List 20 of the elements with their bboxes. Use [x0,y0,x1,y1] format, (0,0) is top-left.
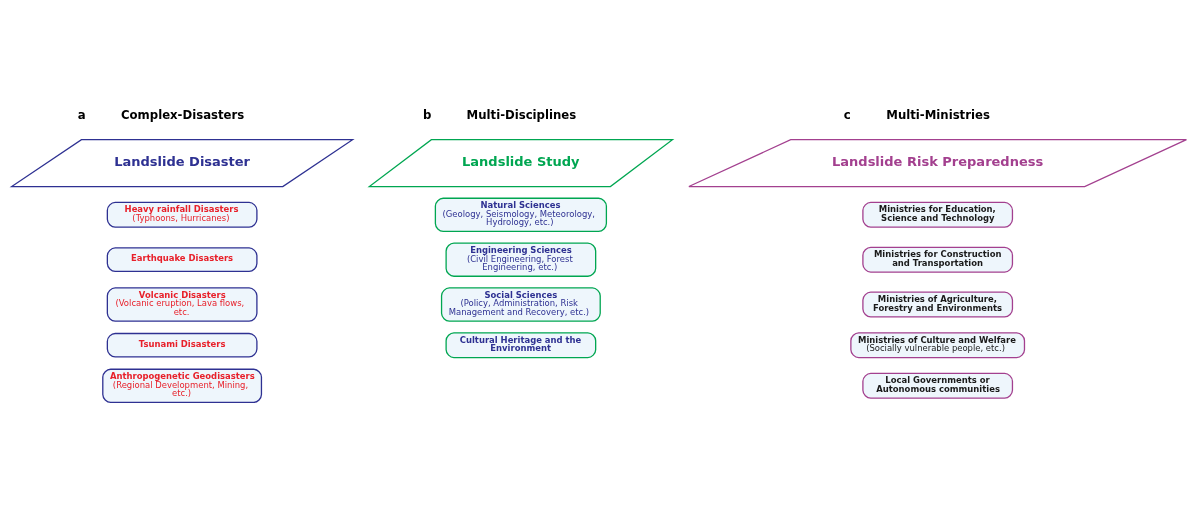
label: a [77,107,86,122]
label: b [423,107,432,122]
node-box: Heavy rainfall Disasters (Typhoons, Hurricanes) [106,201,258,228]
label: Complex-Disasters [121,107,245,122]
node-box: Local Governments or Autonomous communities [862,372,1014,399]
node-box: Volcanic Disasters (Volcanic eruption, Lava flows, etc. [106,287,258,322]
label: Multi-Disciplines [466,107,577,122]
node-box: Ministries for Education, Science and Technology [862,201,1014,228]
node-box: Earthquake Disasters [106,247,258,273]
label: Multi-Ministries [886,107,990,122]
label: c [843,107,851,122]
node-box: Cultural Heritage and the Environment [445,332,597,359]
node-box: Ministries of Culture and Welfare (Socially vulnerable people, etc.) [850,332,1026,359]
node-box: Engineering Sciences (Civil Engineering, Forest Engineering, etc.) [445,242,597,277]
node-box: Ministries of Agriculture, Forestry and Environments [862,291,1014,318]
node-box: Anthropogenetic Geodisasters (Regional Development, Mining, etc.) [102,368,263,404]
node-box: Ministries for Construction and Transportation [862,246,1014,273]
node-box: Social Sciences (Policy, Administration, Risk Management and Recovery, etc.) [440,287,601,322]
node-box: Tsunami Disasters [106,332,258,358]
node-box: Natural Sciences (Geology, Seismology, Meteorology, Hydrology, etc.) [434,197,608,233]
